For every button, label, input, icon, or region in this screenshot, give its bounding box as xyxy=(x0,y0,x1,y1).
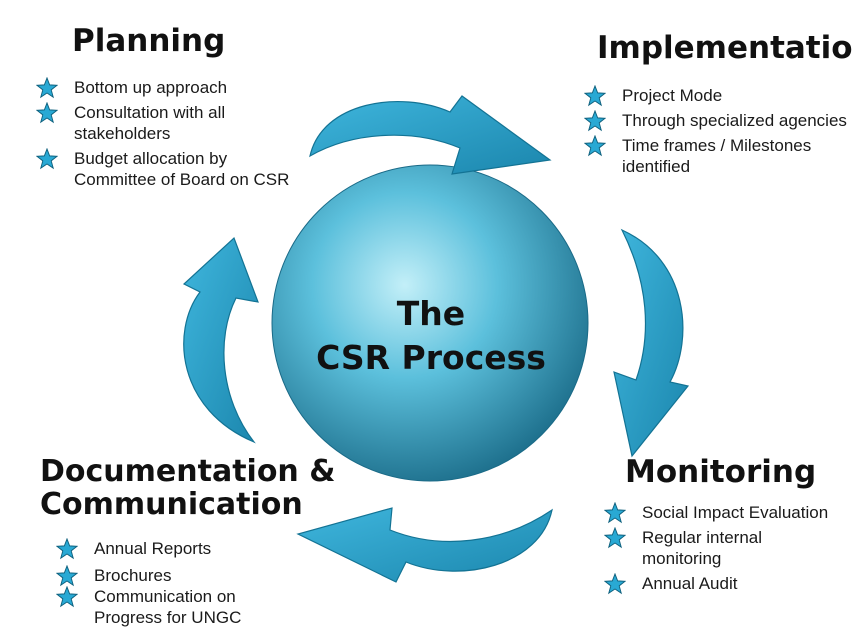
planning-item-text: Bottom up approach xyxy=(74,78,228,97)
center-sphere xyxy=(271,164,589,482)
implementation-item-text: Through specialized agencies xyxy=(622,111,847,130)
planning-item-text: Consultation with all stakeholders xyxy=(74,103,226,143)
star-icon xyxy=(36,77,58,99)
star-icon xyxy=(36,148,58,170)
star-icon xyxy=(56,565,78,587)
documentation-item: Communication on Progress for UNGC xyxy=(56,586,286,628)
center-label-line2: CSR Process xyxy=(316,338,546,377)
implementation-item-text: Project Mode xyxy=(622,86,723,105)
arrow-monitoring-to-documentation xyxy=(296,507,553,583)
monitoring-item-text: Annual Audit xyxy=(642,574,738,593)
star-icon xyxy=(604,502,626,524)
monitoring-item: Regular internal monitoring xyxy=(604,527,844,569)
planning-heading: Planning xyxy=(72,23,226,59)
implementation-list: Project Mode Through specialized agencie… xyxy=(584,85,849,181)
center-label: The CSR Process xyxy=(296,292,566,380)
implementation-item: Project Mode xyxy=(584,85,849,106)
planning-item: Bottom up approach xyxy=(36,77,296,98)
documentation-heading: Documentation & Communication xyxy=(40,455,335,521)
star-icon xyxy=(584,135,606,157)
monitoring-item: Annual Audit xyxy=(604,573,844,594)
documentation-item: Annual Reports xyxy=(56,538,286,559)
monitoring-heading: Monitoring xyxy=(625,454,817,490)
star-icon xyxy=(36,102,58,124)
planning-list: Bottom up approach Consultation with all… xyxy=(36,77,296,194)
documentation-item-text: Annual Reports xyxy=(94,539,212,558)
documentation-item-text: Communication on Progress for UNGC xyxy=(94,587,242,627)
star-icon xyxy=(604,573,626,595)
star-icon xyxy=(56,538,78,560)
star-icon xyxy=(56,586,78,608)
arrow-planning-to-implementation xyxy=(309,95,552,175)
monitoring-item-text: Regular internal monitoring xyxy=(642,528,763,568)
star-icon xyxy=(584,85,606,107)
center-label-line1: The xyxy=(396,294,466,333)
monitoring-item-text: Social Impact Evaluation xyxy=(642,503,829,522)
documentation-item-text: Brochures xyxy=(94,566,172,585)
planning-item-text: Budget allocation by Committee of Board … xyxy=(74,149,290,189)
documentation-heading-line1: Documentation & xyxy=(40,454,336,489)
implementation-item: Time frames / Milestones identified xyxy=(584,135,849,177)
star-icon xyxy=(604,527,626,549)
documentation-heading-line2: Communication xyxy=(40,487,303,522)
documentation-item: Brochures xyxy=(56,565,286,586)
implementation-item-text: Time frames / Milestones identified xyxy=(622,136,812,176)
implementation-heading: Implementation xyxy=(597,30,853,66)
implementation-item: Through specialized agencies xyxy=(584,110,849,131)
documentation-list: Annual Reports Brochures Communication o… xyxy=(56,538,286,632)
monitoring-list: Social Impact Evaluation Regular interna… xyxy=(604,502,844,598)
monitoring-item: Social Impact Evaluation xyxy=(604,502,844,523)
arrow-implementation-to-monitoring xyxy=(613,228,690,458)
star-icon xyxy=(584,110,606,132)
arrow-documentation-to-planning xyxy=(182,236,259,444)
planning-item: Consultation with all stakeholders xyxy=(36,102,296,144)
planning-item: Budget allocation by Committee of Board … xyxy=(36,148,296,190)
